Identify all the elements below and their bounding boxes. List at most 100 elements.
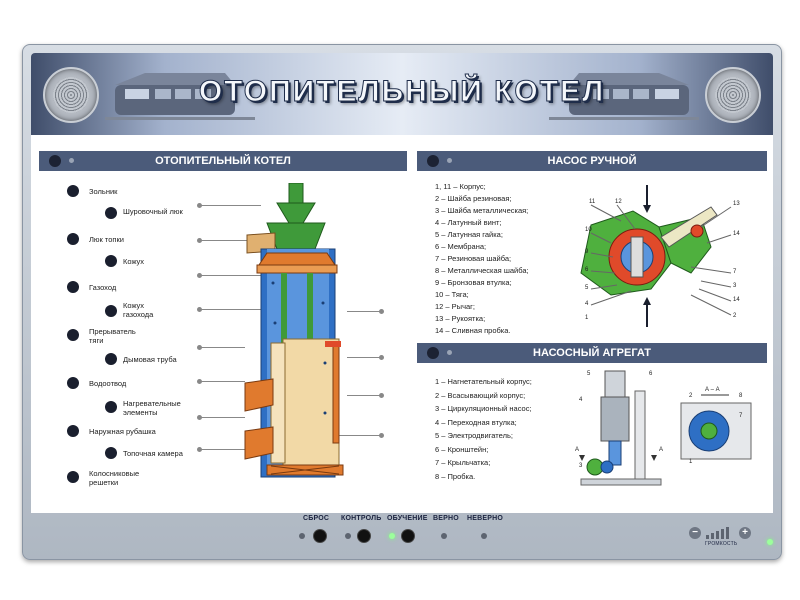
pump-legend-item: 2 – Шайба резиновая; (435, 194, 512, 203)
pointer-line (347, 395, 381, 396)
unit-legend-item: 2 – Всасывающий корпус; (435, 390, 526, 400)
unit-number: 2 (689, 393, 693, 399)
pump-number: 1 (585, 315, 589, 321)
training-label: ОБУЧЕНИЕ (387, 515, 428, 522)
label-button-ashpit[interactable] (67, 185, 79, 197)
unit-number: 6 (649, 371, 653, 377)
pointer-dot (197, 273, 202, 278)
pointer-line (201, 381, 245, 382)
label-button-stoking-hatch[interactable] (105, 207, 117, 219)
wrong-led (481, 533, 487, 539)
pointer-line (201, 347, 245, 348)
pointer-line (347, 357, 381, 358)
pump-legend-item: 7 – Резиновая шайба; (435, 254, 512, 263)
label-button-flue[interactable] (67, 281, 79, 293)
pump-number: 11 (589, 199, 596, 205)
wrong-label: НЕВЕРНО (467, 515, 504, 522)
label-button-draft-breaker[interactable] (67, 329, 79, 341)
section-indicator-dot (49, 155, 61, 167)
label-chimney: Дымовая труба (123, 355, 177, 364)
pointer-line (201, 417, 245, 418)
correct-led (441, 533, 447, 539)
unit-legend-item: 3 – Циркуляционный насос; (435, 404, 532, 413)
unit-section-header: НАСОСНЫЙ АГРЕГАТ (417, 343, 767, 363)
label-flue: Газоход (89, 283, 117, 292)
label-button-outer-jacket[interactable] (67, 425, 79, 437)
label-button-casing[interactable] (105, 255, 117, 267)
volume-level-icon (706, 527, 729, 539)
pointer-dot (379, 393, 384, 398)
label-button-heating-elements[interactable] (105, 401, 117, 413)
left-train-image (105, 73, 255, 120)
pump-number: 12 (615, 199, 622, 205)
pump-legend-item: 5 – Латунная гайка; (435, 230, 503, 239)
pointer-dot (379, 433, 384, 438)
section-led (69, 158, 74, 163)
label-water-outlet: Водоотвод (89, 379, 127, 388)
unit-marker: А (575, 447, 579, 453)
pointer-dot (197, 415, 202, 420)
pump-unit-diagram: 5 6 4 3 2 1 8 7 А А А – А (575, 370, 752, 486)
pump-legend-item: 10 – Тяга; (435, 290, 469, 299)
pointer-dot (197, 203, 202, 208)
unit-marker: А (659, 447, 663, 453)
control-button[interactable] (357, 529, 371, 543)
unit-number: 8 (739, 393, 743, 399)
pointer-line (337, 435, 381, 436)
pointer-dot (197, 345, 202, 350)
unit-legend-item: 1 – Нагнетательный корпус; (435, 377, 532, 386)
pump-number: 14 (733, 297, 740, 303)
section-led (447, 158, 452, 163)
unit-number: 4 (579, 397, 583, 403)
pump-number: 10 (585, 227, 592, 233)
pointer-line (201, 240, 251, 241)
unit-legend-item: 5 – Электродвигатель; (435, 431, 513, 440)
label-draft-breaker: Прерыватель тяги (89, 327, 136, 345)
training-button[interactable] (401, 529, 415, 543)
left-speaker-grille (43, 67, 99, 123)
pump-legend-item: 1, 11 – Корпус; (435, 182, 486, 191)
pump-number: 2 (733, 313, 737, 319)
reset-button[interactable] (313, 529, 327, 543)
pointer-line (201, 449, 245, 450)
control-led (345, 533, 351, 539)
label-firebox-hatch: Люк топки (89, 235, 124, 244)
label-button-firebox-chamber[interactable] (105, 447, 117, 459)
pump-number: 13 (733, 201, 740, 207)
header-banner: ОТОПИТЕЛЬНЫЙ КОТЕЛ (31, 53, 773, 135)
pump-section-header: НАСОС РУЧНОЙ (417, 151, 767, 171)
right-speaker-grille (705, 67, 761, 123)
unit-legend-item: 6 – Кронштейн; (435, 444, 489, 454)
pump-number: 6 (585, 267, 589, 273)
unit-legend-item: 8 – Пробка. (435, 471, 476, 481)
unit-number: 1 (689, 459, 693, 465)
label-firebox-chamber: Топочная камера (123, 449, 183, 458)
pointer-dot (197, 238, 202, 243)
label-button-water-outlet[interactable] (67, 377, 79, 389)
volume-down-button[interactable]: − (689, 527, 701, 539)
boiler-section-header: ОТОПИТЕЛЬНЫЙ КОТЕЛ (39, 151, 407, 171)
pump-legend-item: 12 – Рычаг; (435, 302, 475, 311)
pump-number: 5 (585, 285, 589, 291)
label-heating-elements: Нагревательные элементы (123, 399, 181, 417)
control-panel: СБРОС КОНТРОЛЬ ОБУЧЕНИЕ ВЕРНО НЕВЕРНО − … (23, 513, 781, 559)
unit-legend-item: 4 – Переходная втулка; (435, 417, 517, 427)
pump-legend-item: 6 – Мембрана; (435, 242, 487, 251)
section-indicator-dot (427, 155, 439, 167)
boiler-diagram (244, 183, 344, 478)
pump-section-title: НАСОС РУЧНОЙ (547, 155, 637, 167)
pump-legend: 1, 11 – Корпус; 2 – Шайба резиновая; 3 –… (435, 181, 529, 337)
section-led (447, 350, 452, 355)
content-panel: ОТОПИТЕЛЬНЫЙ КОТЕЛ Зольник Шуровочный лю… (31, 135, 773, 513)
hand-pump-diagram: 11 12 13 14 10 9 6 5 4 1 7 3 14 2 (580, 185, 740, 327)
label-casing: Кожух (123, 257, 145, 266)
label-button-firebox-hatch[interactable] (67, 233, 79, 245)
label-button-flue-casing[interactable] (105, 305, 117, 317)
volume-up-button[interactable]: + (739, 527, 751, 539)
unit-section-title: НАСОСНЫЙ АГРЕГАТ (533, 347, 651, 359)
label-button-chimney[interactable] (105, 353, 117, 365)
page-title: ОТОПИТЕЛЬНЫЙ КОТЕЛ (198, 75, 606, 109)
label-button-grates[interactable] (67, 471, 79, 483)
pump-number: 4 (585, 301, 589, 307)
pump-legend-item: 13 – Рукоятка; (435, 314, 486, 323)
